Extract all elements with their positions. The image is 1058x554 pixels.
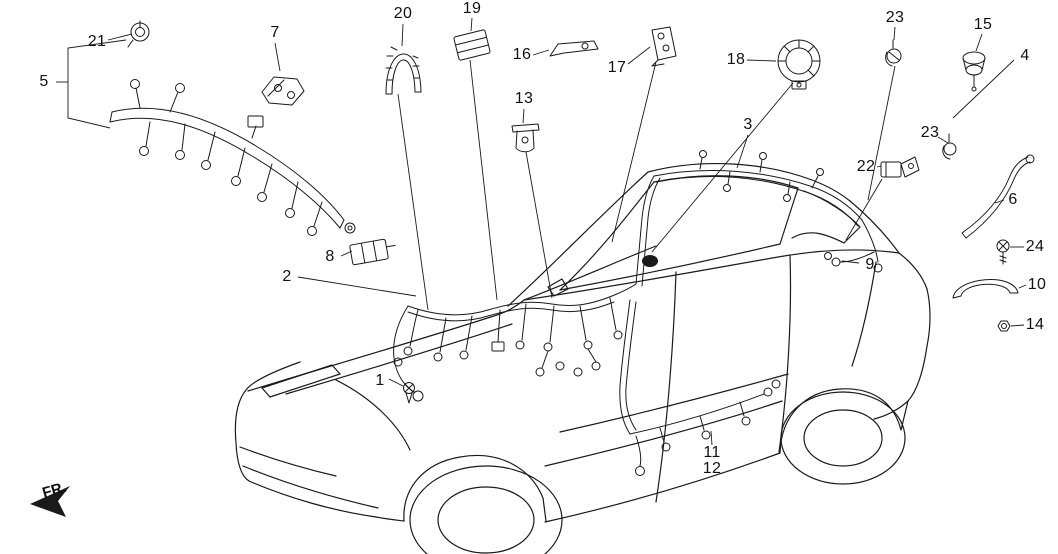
part-clip-13 (511, 123, 540, 153)
part-screw-clip-23a (885, 39, 902, 67)
part-connector-box-8 (349, 238, 396, 266)
leader-line (876, 165, 882, 168)
leader-line (1018, 284, 1027, 289)
callout-7: 7 (270, 24, 280, 41)
callout-11: 11 (703, 444, 721, 461)
callout-16: 16 (512, 46, 532, 63)
leader-line (1010, 324, 1025, 327)
leader-line (994, 199, 1005, 204)
callout-13: 13 (514, 90, 534, 107)
callout-21: 21 (87, 33, 107, 50)
car-body-outline (234, 163, 931, 554)
callout-24: 24 (1025, 238, 1045, 255)
leader-line (841, 260, 860, 264)
leader-line (340, 250, 353, 257)
leader-line (867, 65, 896, 201)
harness-grommet (642, 255, 658, 267)
leader-line (937, 136, 949, 144)
part-bracket-16 (549, 40, 599, 57)
part-bracket-7 (261, 76, 305, 106)
callout-5: 5 (39, 73, 49, 90)
harness-floor (619, 299, 781, 476)
callout-18: 18 (726, 51, 746, 68)
part-relay-bracket-22 (880, 156, 920, 178)
part-ring-clamp-18 (777, 39, 821, 90)
leader-line (397, 93, 429, 311)
callout-1: 1 (375, 372, 385, 389)
leader-line (736, 134, 749, 169)
callout-6: 6 (1008, 191, 1018, 208)
leader-line (107, 33, 133, 41)
callout-4: 4 (1020, 47, 1030, 64)
leader-line (525, 151, 553, 299)
part-bolt-14 (997, 320, 1011, 332)
callout-12: 12 (702, 460, 722, 477)
harness-dashboard (393, 283, 637, 402)
part-strap-rod-6 (961, 154, 1035, 239)
callout-2: 2 (282, 268, 292, 285)
leader-line (297, 276, 417, 297)
leader-line (893, 26, 896, 41)
callout-9: 9 (865, 256, 875, 273)
part-clip-21 (127, 20, 150, 48)
leader-line (975, 33, 983, 52)
callout-8: 8 (325, 248, 335, 265)
leader-lines (56, 17, 1027, 446)
leader-line (845, 178, 883, 241)
leader-line (470, 17, 473, 32)
leader-line (274, 42, 281, 72)
part-screw-clip-23b (942, 133, 957, 160)
callout-23: 23 (920, 124, 940, 141)
leader-line (388, 378, 404, 387)
part-loom-tube-20 (385, 46, 422, 95)
part-screw-1 (403, 382, 415, 404)
callout-20: 20 (393, 5, 413, 22)
part-screw-24 (996, 239, 1010, 265)
leader-line (522, 108, 525, 124)
callout-23: 23 (885, 9, 905, 26)
leader-line (469, 59, 498, 301)
leader-line (532, 49, 550, 56)
leader-line (67, 39, 127, 129)
front-direction-label: FR. (40, 479, 68, 502)
front-direction-arrow-icon (30, 486, 70, 517)
callout-3: 3 (743, 116, 753, 133)
part-grommet-15 (962, 51, 986, 92)
leader-line (710, 430, 713, 446)
callout-17: 17 (607, 59, 627, 76)
leader-line (952, 59, 1015, 119)
callout-14: 14 (1025, 316, 1045, 333)
part-connector-19 (453, 29, 491, 61)
callout-22: 22 (856, 158, 876, 175)
part-bracket-17 (651, 26, 677, 67)
callout-15: 15 (973, 16, 993, 33)
leader-line (611, 61, 657, 243)
part-grab-handle-10 (952, 279, 1019, 299)
part-instrument-harness-assembly (109, 79, 356, 236)
leader-line (746, 59, 777, 62)
leader-line (627, 46, 651, 65)
callout-10: 10 (1027, 276, 1047, 293)
leader-line (401, 23, 404, 47)
front-direction-marker: FR. (30, 479, 70, 517)
harness-roof (635, 150, 883, 287)
callout-19: 19 (462, 0, 482, 17)
leader-line (651, 82, 794, 253)
